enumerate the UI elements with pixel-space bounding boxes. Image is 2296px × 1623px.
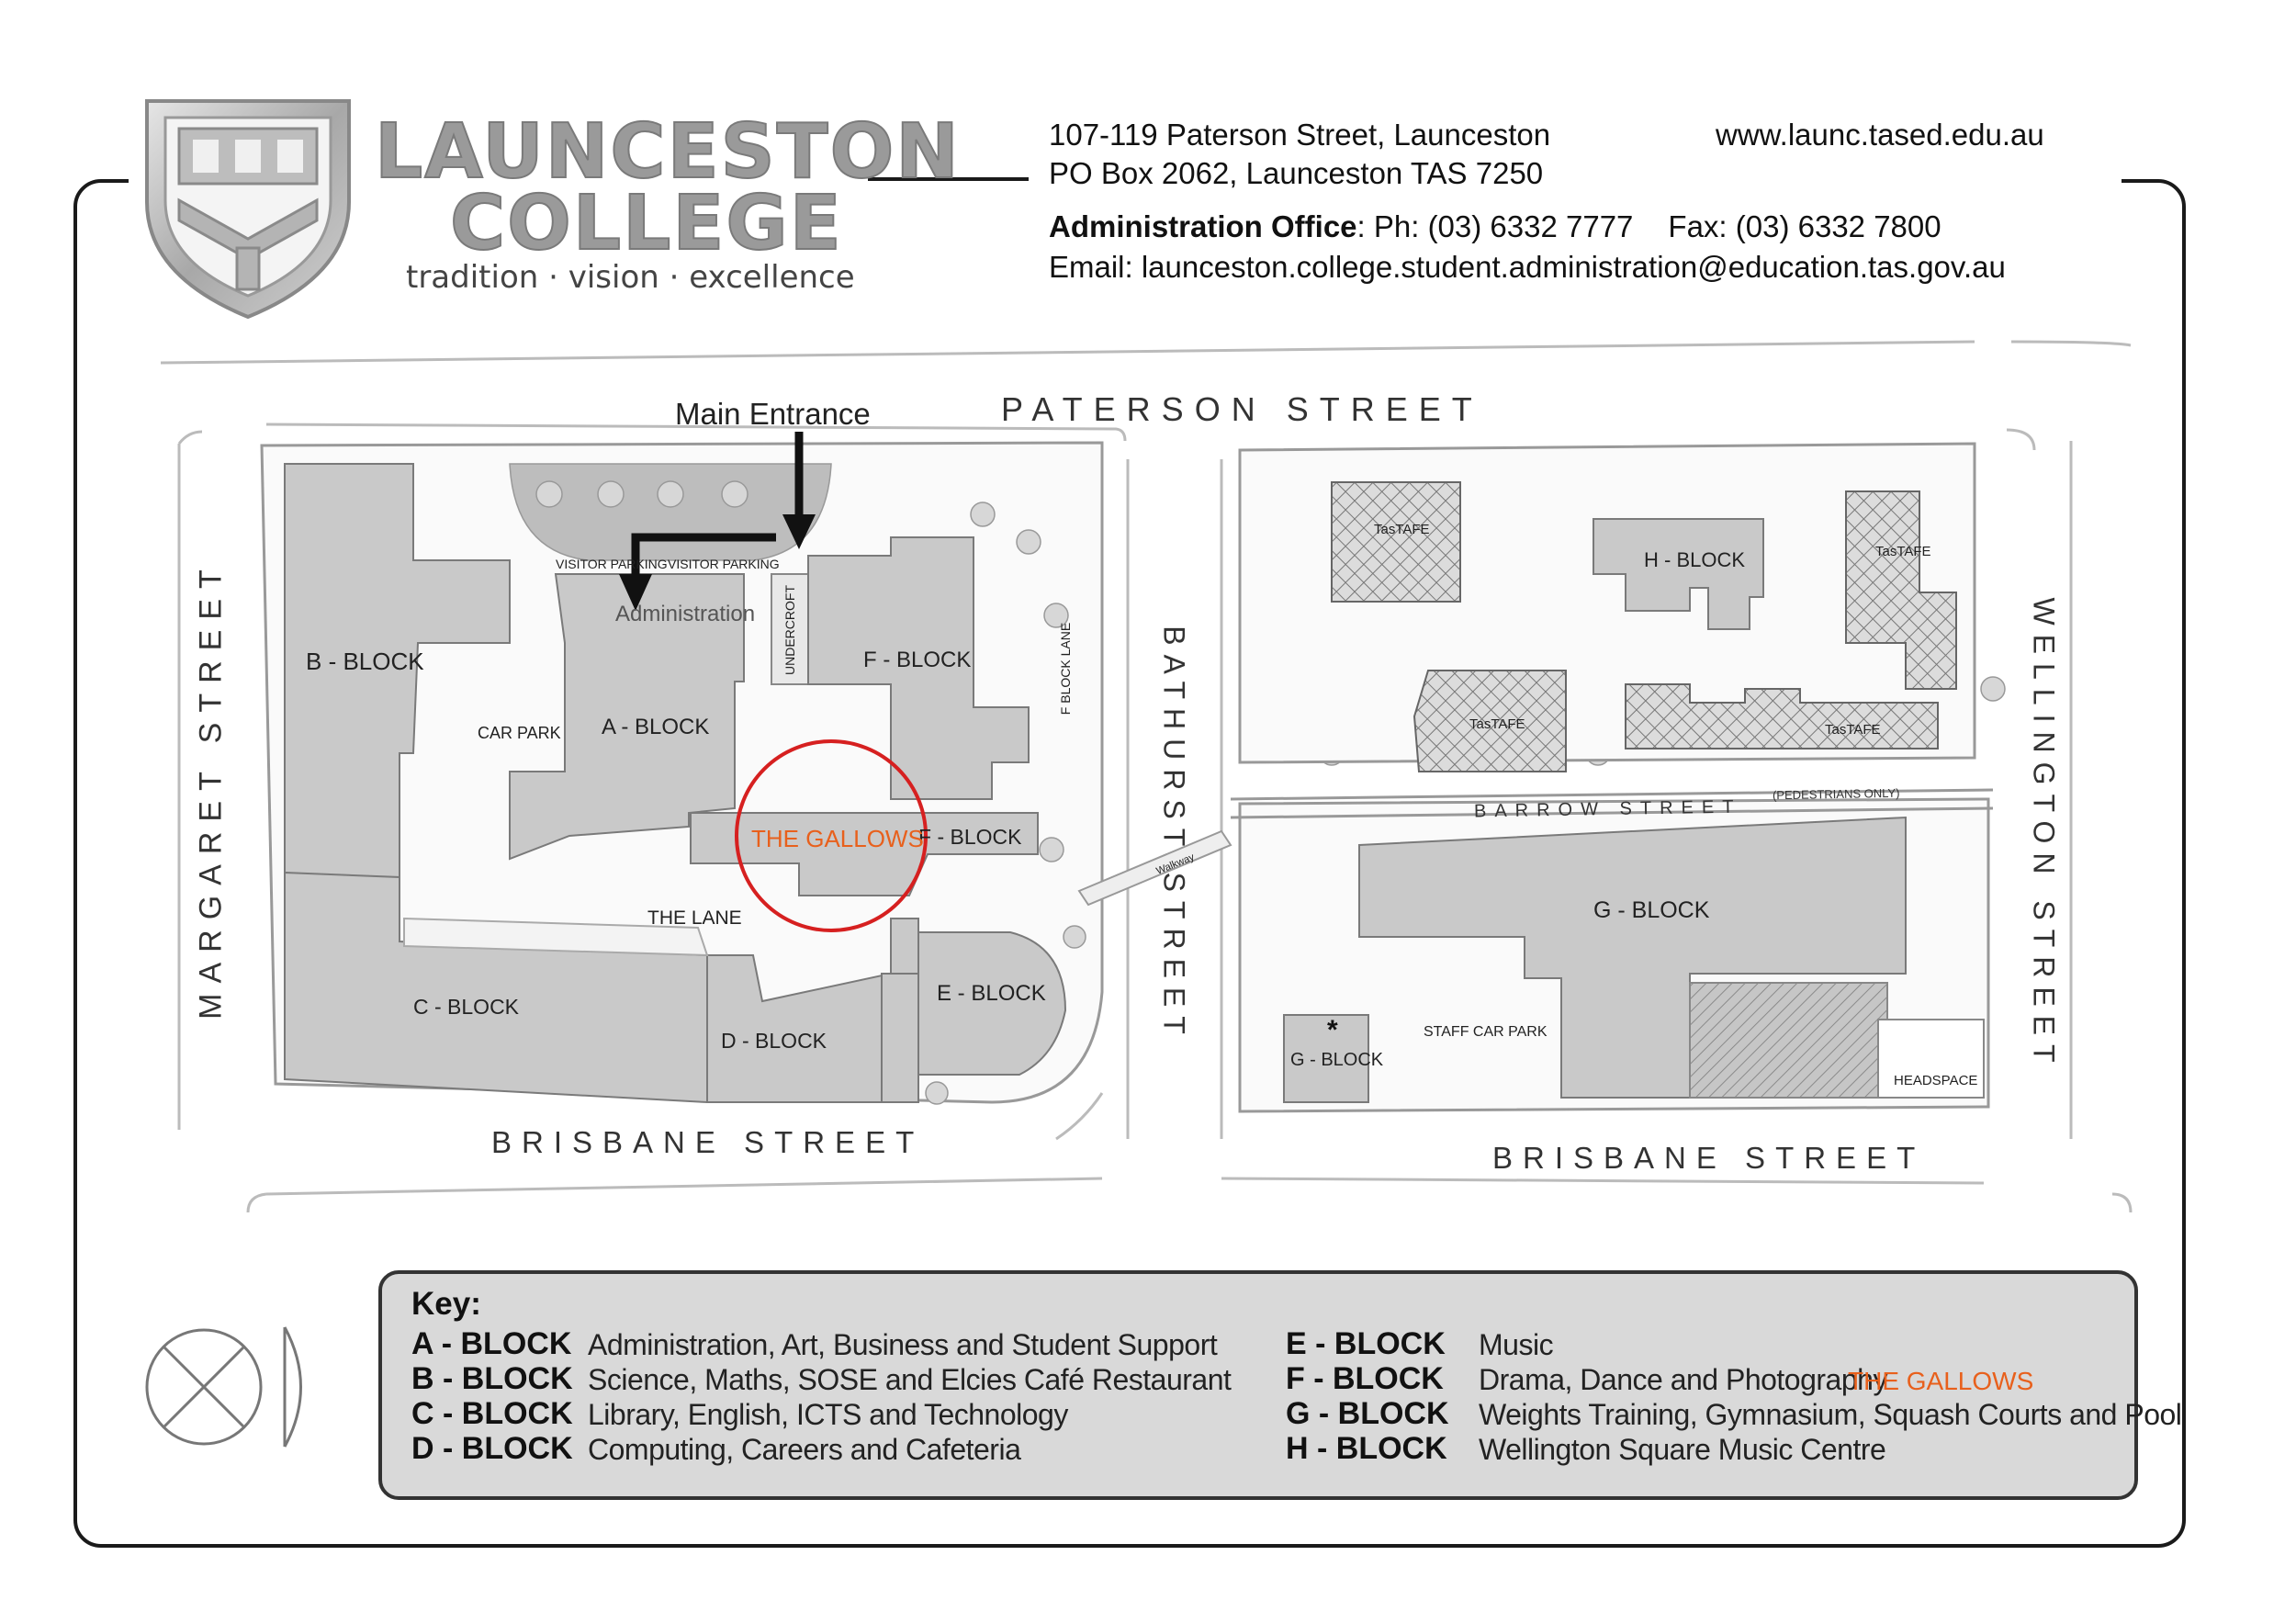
key-gallows: THE GALLOWS: [1848, 1367, 2034, 1395]
a-block-building: [509, 573, 745, 861]
key-desc-c: Library, English, ICTS and Technology: [588, 1398, 1068, 1431]
key-code-d: D - BLOCK: [411, 1431, 573, 1466]
key-desc-d: Computing, Careers and Cafeteria: [588, 1433, 1021, 1466]
key-desc-a: Administration, Art, Business and Studen…: [588, 1328, 1218, 1361]
label-car-park: CAR PARK: [478, 724, 561, 742]
e-block-building: [917, 931, 1067, 1076]
key-code-f: F - BLOCK: [1286, 1361, 1444, 1396]
key-code-e: E - BLOCK: [1286, 1326, 1446, 1361]
key-code-g: G - BLOCK: [1286, 1396, 1449, 1431]
address-line1: 107-119 Paterson Street, Launceston: [1049, 118, 1551, 152]
admin-phone: : Ph: (03) 6332 7777: [1356, 209, 1634, 243]
label-tastafe-3: TasTAFE: [1469, 716, 1525, 732]
gallows-highlight-circle: [735, 739, 928, 932]
street-paterson: PATERSON STREET: [1001, 390, 1483, 428]
label-staff-car-park: STAFF CAR PARK: [1424, 1024, 1548, 1040]
logo-text-line2: COLLEGE: [449, 179, 843, 268]
logo-text-line1: LAUNCESTON: [374, 107, 961, 197]
label-visitor-parking-1: VISITOR PARKING: [556, 557, 668, 571]
key-desc-g: Weights Training, Gymnasium, Squash Cour…: [1479, 1398, 2182, 1431]
key-desc-h: Wellington Square Music Centre: [1479, 1433, 1886, 1466]
label-f-block-south: F - BLOCK: [918, 825, 1022, 849]
h-block-building: [1593, 518, 1764, 630]
label-the-lane: THE LANE: [647, 907, 742, 929]
website-link[interactable]: www.launc.tased.edu.au: [1716, 118, 2044, 152]
label-a-block: A - BLOCK: [602, 715, 710, 739]
f-block-north-building: [807, 536, 1030, 800]
key-code-h: H - BLOCK: [1286, 1431, 1447, 1466]
label-undercroft: UNDERCROFT: [782, 585, 797, 675]
key-desc-e: Music: [1479, 1328, 1554, 1361]
street-outlines: [160, 340, 2133, 1213]
label-e-block: E - BLOCK: [937, 981, 1046, 1006]
street-bathurst: BATHURST STREET: [1157, 626, 1191, 1043]
tastafe-building-2: [1845, 490, 1957, 690]
tastafe-building-1: [1331, 481, 1461, 603]
shield-logo-icon: [145, 99, 351, 320]
label-b-block: B - BLOCK: [306, 648, 424, 675]
street-brisbane-east: BRISBANE STREET: [1492, 1141, 1926, 1175]
headspace-building: [1877, 1019, 1985, 1099]
key-title: Key:: [411, 1286, 481, 1322]
north-compass-icon: [145, 1326, 302, 1448]
street-wellington: WELLINGTON STREET: [2027, 597, 2061, 1072]
label-administration: Administration: [615, 602, 756, 626]
label-tastafe-2: TasTAFE: [1875, 544, 1931, 559]
main-entrance-label: Main Entrance: [675, 397, 871, 431]
label-f-block-north: F - BLOCK: [863, 648, 972, 672]
email-contact[interactable]: Email: launceston.college.student.admini…: [1049, 250, 2006, 284]
label-c-block: C - BLOCK: [413, 995, 520, 1019]
label-g-block-star: *: [1327, 1015, 1338, 1045]
header-divider: [868, 177, 1029, 181]
tastafe-building-3: [1412, 670, 1567, 772]
label-tastafe-1: TasTAFE: [1374, 522, 1430, 537]
label-visitor-parking-2: VISITOR PARKING: [668, 557, 780, 571]
admin-contact: Administration Office: Ph: (03) 6332 777…: [1049, 209, 1941, 244]
admin-label: Administration Office: [1049, 209, 1357, 243]
key-code-c: C - BLOCK: [411, 1396, 573, 1431]
street-margaret: MARGARET STREET: [193, 559, 229, 1020]
label-tastafe-4: TasTAFE: [1825, 722, 1881, 738]
address-line2: PO Box 2062, Launceston TAS 7250: [1049, 156, 1544, 190]
label-g-block-main: G - BLOCK: [1593, 897, 1710, 923]
f-block-south-building: [690, 812, 1039, 896]
the-lane: [403, 917, 709, 957]
map-key: [378, 1270, 2138, 1500]
admin-fax: Fax: (03) 6332 7800: [1668, 209, 1941, 243]
label-g-block-small: G - BLOCK: [1290, 1050, 1384, 1070]
key-code-b: B - BLOCK: [411, 1361, 573, 1396]
entrance-arrow-icon: [619, 432, 816, 611]
squash-courts: [1689, 982, 1888, 1099]
undercroft: [771, 573, 809, 685]
key-desc-b: Science, Maths, SOSE and Elcies Café Res…: [588, 1363, 1232, 1396]
walkway: [1077, 829, 1232, 907]
tastafe-building-4: [1625, 683, 1939, 750]
g-block-building: [1358, 816, 1907, 1099]
g-block-small-building: [1283, 1014, 1369, 1103]
label-the-gallows[interactable]: THE GALLOWS: [751, 825, 924, 852]
logo-tagline: tradition · vision · excellence: [406, 259, 855, 296]
label-f-block-lane: F BLOCK LANE: [1058, 622, 1073, 716]
key-code-a: A - BLOCK: [411, 1326, 572, 1361]
label-headspace: HEADSPACE: [1894, 1073, 1978, 1088]
barrow-note: (PEDESTRIANS ONLY): [1772, 785, 1900, 803]
d-block-building: [706, 918, 919, 1103]
street-brisbane-west: BRISBANE STREET: [491, 1125, 925, 1159]
label-h-block: H - BLOCK: [1644, 548, 1746, 571]
key-desc-f: Drama, Dance and Photography: [1479, 1363, 1887, 1396]
label-d-block: D - BLOCK: [721, 1029, 827, 1053]
